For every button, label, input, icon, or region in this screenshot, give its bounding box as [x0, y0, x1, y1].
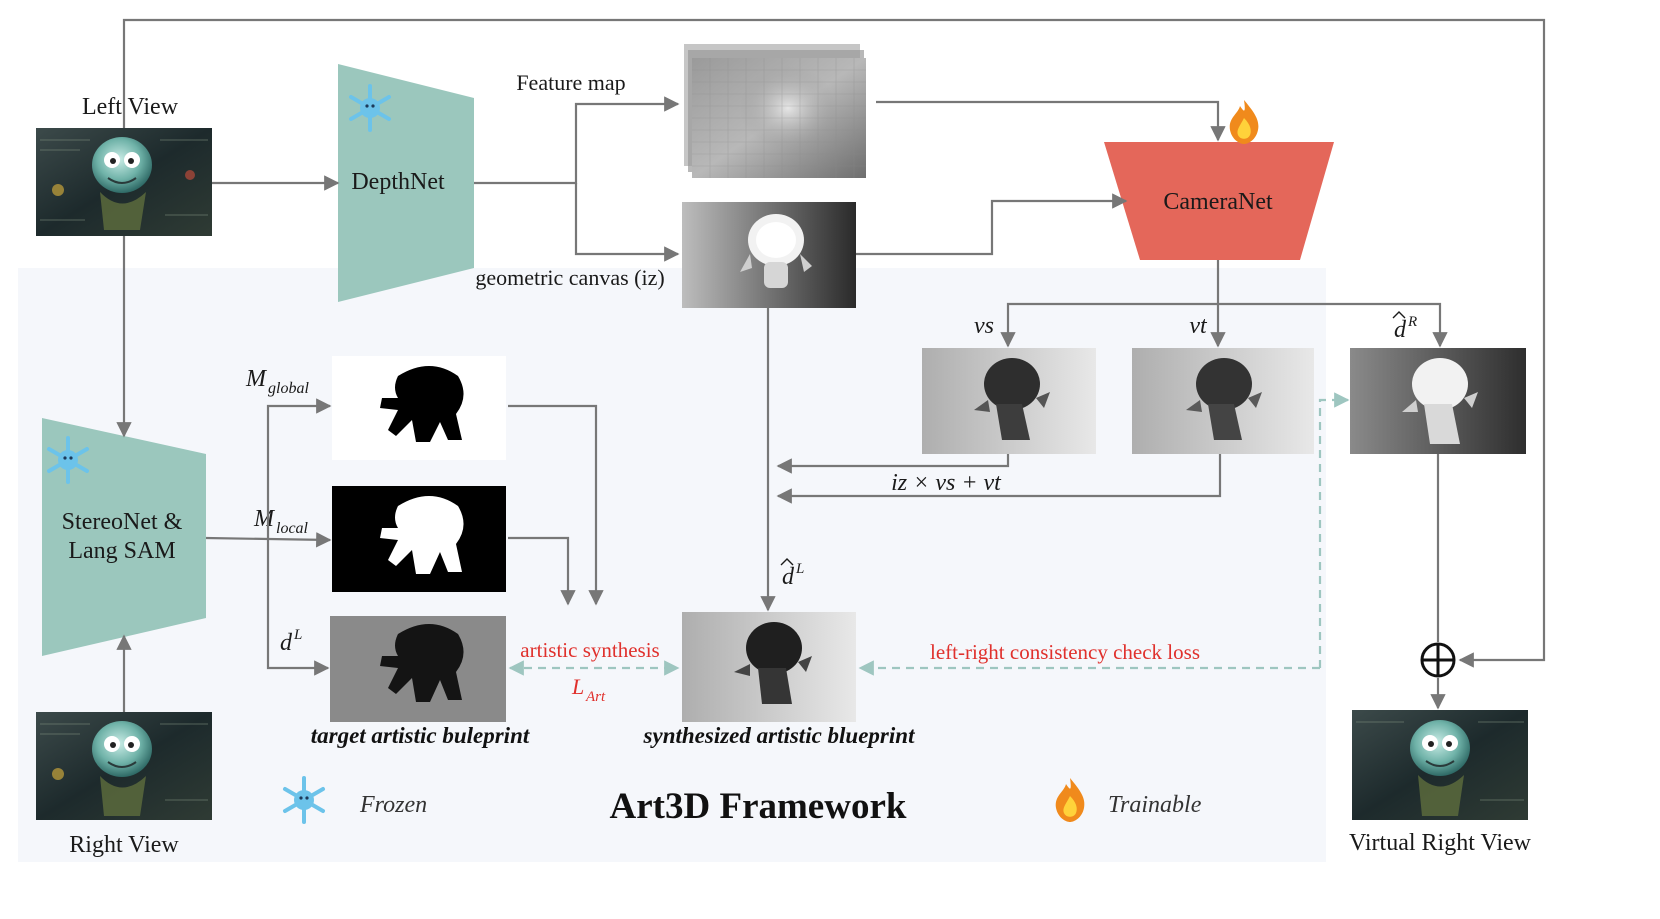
- virtual-right-view-image: [1352, 710, 1528, 820]
- scale-shift-equation: iz × vs + vt: [891, 470, 1002, 496]
- training-panel-background: [18, 268, 1326, 862]
- vs-label: vs: [974, 313, 994, 339]
- stereonet-label-line1: StereoNet &: [62, 509, 183, 535]
- m-local-mask-image: [332, 486, 506, 592]
- artistic-synthesis-label: artistic synthesis: [520, 638, 659, 662]
- legend-trainable-label: Trainable: [1108, 792, 1202, 818]
- dashed-loss-connectors: [508, 392, 1350, 676]
- l-art-label: L Art: [571, 674, 606, 705]
- svg-text:d: d: [782, 564, 795, 590]
- lr-consistency-loss-label: left-right consistency check loss: [930, 640, 1200, 664]
- m-global-mask-image: [332, 356, 506, 460]
- vs-map-image: [922, 348, 1096, 454]
- svg-text:global: global: [268, 380, 309, 397]
- synthesized-artistic-blueprint-image: [682, 612, 856, 722]
- d-L-label: d L: [280, 627, 302, 656]
- legend-flame-icon: [1055, 778, 1085, 822]
- m-global-label: M global: [245, 366, 309, 397]
- right-view-label: Right View: [69, 832, 179, 858]
- svg-text:local: local: [276, 520, 309, 537]
- d-hat-R-label: d R: [1392, 311, 1417, 343]
- m-local-label: M local: [253, 506, 309, 537]
- framework-title: Art3D Framework: [610, 786, 907, 827]
- stereonet-langsam-block: StereoNet & Lang SAM: [42, 418, 206, 656]
- sum-operator-icon: [1420, 642, 1456, 678]
- vt-label: vt: [1189, 313, 1208, 339]
- depthnet-label: DepthNet: [351, 169, 445, 195]
- connector-arrows: [116, 18, 1546, 712]
- vt-map-image: [1132, 348, 1314, 454]
- d-hat-R-map-image: [1350, 348, 1526, 454]
- legend-frozen-label: Frozen: [359, 792, 427, 818]
- svg-text:Art: Art: [585, 689, 606, 705]
- target-artistic-blueprint-image: [330, 616, 506, 722]
- feature-map-image: [684, 44, 866, 178]
- geometric-canvas-image: [682, 202, 856, 308]
- svg-text:L: L: [795, 561, 804, 577]
- depthnet-snowflake-icon: [349, 84, 391, 132]
- svg-text:L: L: [293, 627, 302, 643]
- svg-text:d: d: [1394, 317, 1407, 343]
- svg-text:M: M: [253, 506, 276, 532]
- legend-snowflake-icon: [283, 776, 325, 824]
- stereonet-snowflake-icon: [47, 436, 89, 484]
- synthesized-artistic-blueprint-caption: synthesized artistic blueprint: [643, 723, 916, 748]
- left-view-image: [36, 128, 212, 236]
- svg-text:M: M: [245, 366, 268, 392]
- right-view-image: [36, 712, 212, 820]
- d-hat-L-label: d L: [780, 558, 804, 590]
- geometric-canvas-label: geometric canvas (iz): [475, 265, 664, 290]
- svg-text:R: R: [1407, 314, 1417, 330]
- svg-text:L: L: [571, 674, 584, 699]
- target-artistic-blueprint-caption: target artistic buleprint: [311, 723, 530, 748]
- stereonet-label-line2: Lang SAM: [68, 538, 175, 564]
- svg-text:d: d: [280, 630, 293, 656]
- cameranet-block: CameraNet: [1104, 142, 1334, 260]
- cameranet-label: CameraNet: [1163, 189, 1273, 215]
- feature-map-label: Feature map: [516, 70, 625, 95]
- left-view-label: Left View: [82, 94, 179, 120]
- virtual-right-view-label: Virtual Right View: [1349, 830, 1532, 856]
- cameranet-flame-icon: [1229, 100, 1259, 144]
